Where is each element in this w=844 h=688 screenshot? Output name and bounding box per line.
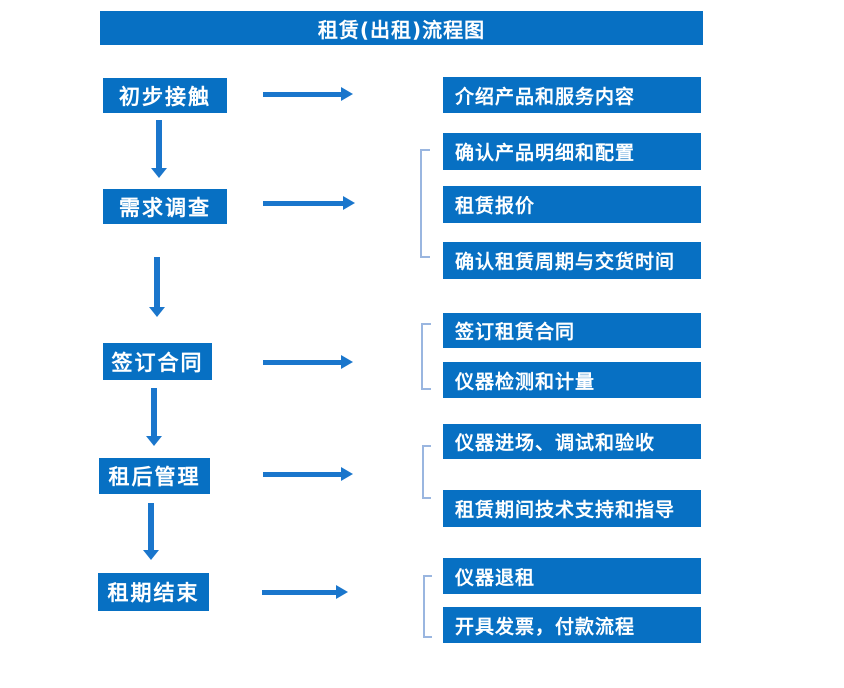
output-box-intro-products: 介绍产品和服务内容	[443, 77, 701, 113]
arrow-head-icon	[341, 467, 353, 481]
down-arrow	[146, 388, 162, 446]
group-bracket	[423, 575, 432, 638]
group-bracket	[420, 149, 430, 258]
arrow-head-icon	[336, 585, 348, 599]
step-box-sign-contract: 签订合同	[103, 343, 212, 380]
step-box-post-rental: 租后管理	[99, 458, 210, 494]
down-arrow	[149, 257, 165, 317]
right-arrow	[263, 196, 355, 210]
group-bracket	[422, 445, 431, 499]
arrow-shaft	[156, 120, 162, 168]
step-box-initial-contact: 初步接触	[103, 78, 227, 113]
step-box-rental-end: 租期结束	[98, 573, 209, 611]
group-bracket	[421, 323, 431, 390]
arrow-head-icon	[341, 355, 353, 369]
right-arrow	[263, 87, 353, 101]
output-box-instrument-return: 仪器退租	[443, 558, 701, 594]
output-box-invoice-payment: 开具发票，付款流程	[443, 607, 701, 643]
arrow-shaft	[154, 257, 160, 307]
arrow-shaft	[263, 359, 341, 365]
arrow-head-icon	[343, 196, 355, 210]
right-arrow	[263, 355, 353, 369]
arrow-shaft	[263, 200, 343, 206]
down-arrow	[151, 120, 167, 178]
arrow-head-icon	[146, 436, 162, 446]
arrow-head-icon	[151, 168, 167, 178]
arrow-shaft	[151, 388, 157, 436]
output-box-instrument-testing: 仪器检测和计量	[443, 362, 701, 398]
output-box-rental-quote: 租赁报价	[443, 186, 701, 223]
output-box-sign-lease: 签订租赁合同	[443, 313, 701, 348]
arrow-head-icon	[341, 87, 353, 101]
arrow-shaft	[263, 91, 341, 97]
arrow-shaft	[148, 503, 154, 550]
output-box-confirm-details: 确认产品明细和配置	[443, 133, 701, 170]
flowchart-title: 租赁(出租)流程图	[100, 11, 703, 45]
arrow-shaft	[262, 589, 336, 595]
arrow-shaft	[263, 471, 341, 477]
output-box-tech-support: 租赁期间技术支持和指导	[443, 490, 701, 527]
output-box-instrument-setup: 仪器进场、调试和验收	[443, 424, 701, 459]
right-arrow	[262, 585, 348, 599]
step-box-demand-survey: 需求调查	[103, 189, 227, 224]
arrow-head-icon	[149, 307, 165, 317]
output-box-confirm-period: 确认租赁周期与交货时间	[443, 242, 701, 279]
right-arrow	[263, 467, 353, 481]
arrow-head-icon	[143, 550, 159, 560]
down-arrow	[143, 503, 159, 560]
